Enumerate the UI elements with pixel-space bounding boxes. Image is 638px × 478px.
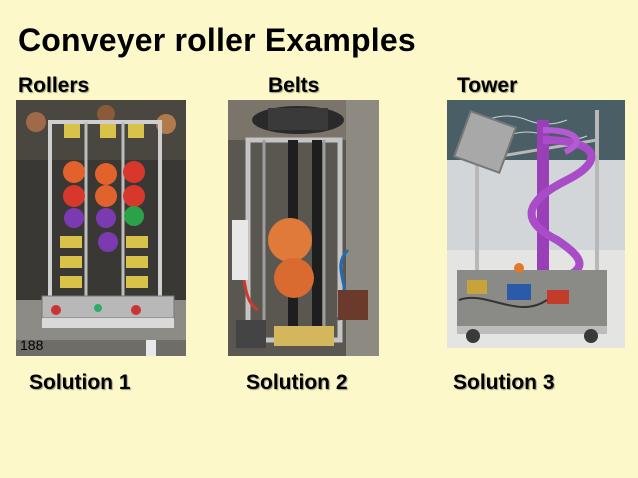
belts-robot-photo — [228, 100, 379, 356]
solution-2-label: Solution 2 — [246, 371, 348, 394]
rollers-robot-photo: 188 — [16, 100, 186, 356]
tower-robot-photo — [447, 100, 625, 348]
solution-1-label: Solution 1 — [29, 371, 131, 394]
robot-team-number: 188 — [20, 337, 44, 353]
slide-title: Conveyer roller Examples — [18, 22, 416, 58]
heading-tower: Tower — [457, 74, 518, 97]
solution-3-label: Solution 3 — [453, 371, 555, 394]
heading-rollers: Rollers — [18, 74, 90, 97]
heading-belts: Belts — [268, 74, 320, 97]
